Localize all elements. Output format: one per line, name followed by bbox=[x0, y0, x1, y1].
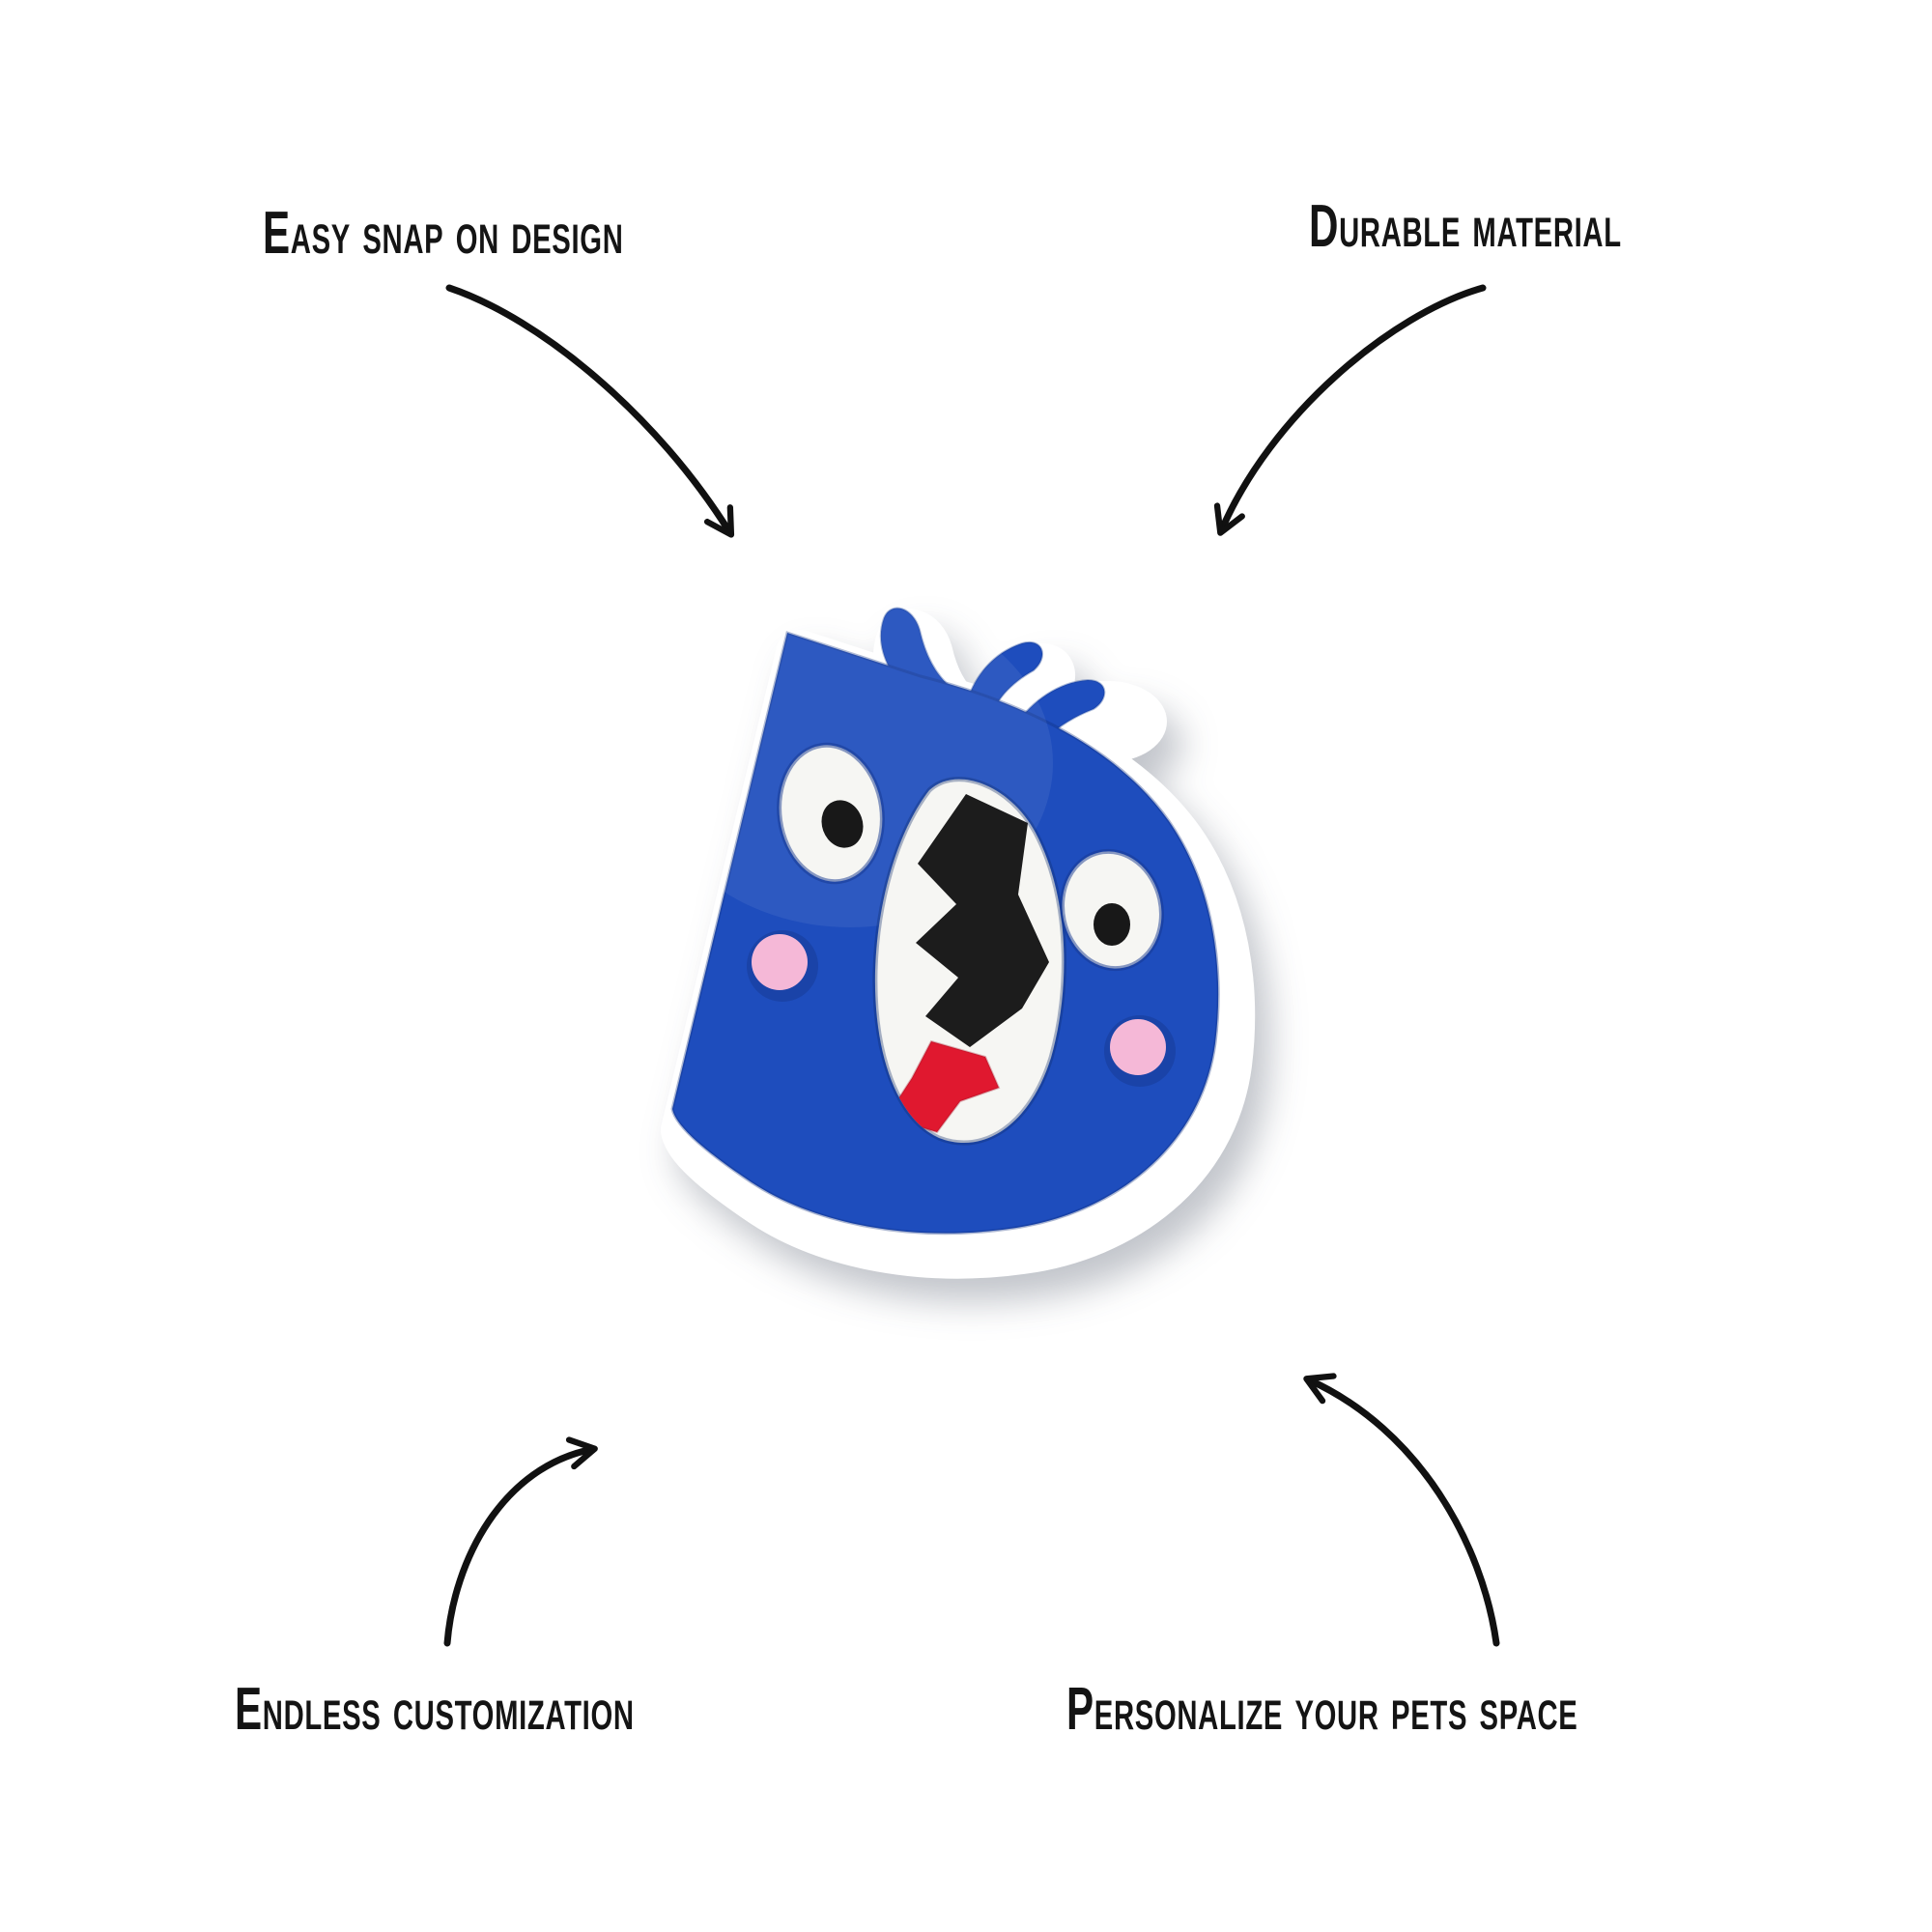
arrow-bottom-right-icon bbox=[1303, 1373, 1500, 1647]
charm-cheeks bbox=[747, 930, 1176, 1087]
charm-eyes bbox=[777, 742, 1164, 972]
callout-label-bottom-right: Personalize your pets space bbox=[1066, 1676, 1578, 1743]
pupil-left bbox=[821, 800, 864, 848]
callout-label-top-right: Durable material bbox=[1309, 193, 1622, 260]
callout-label-bottom-left: Endless customization bbox=[235, 1676, 635, 1743]
callout-label-top-left: Easy snap on design bbox=[263, 200, 624, 267]
cheek-left bbox=[752, 934, 808, 990]
mouth-tongue bbox=[885, 1039, 1001, 1134]
cheek-right bbox=[1110, 1019, 1166, 1075]
callout-arrows bbox=[443, 284, 1500, 1647]
charm-mouth-inner bbox=[885, 794, 1049, 1134]
arrow-bottom-left-icon bbox=[443, 1436, 598, 1647]
charm-graphic bbox=[647, 599, 1256, 1279]
mouth-teeth-zigzag bbox=[916, 794, 1049, 1047]
arrow-top-left-icon bbox=[445, 284, 735, 538]
arrow-top-right-icon bbox=[1213, 284, 1487, 536]
pupil-right bbox=[1094, 903, 1130, 946]
